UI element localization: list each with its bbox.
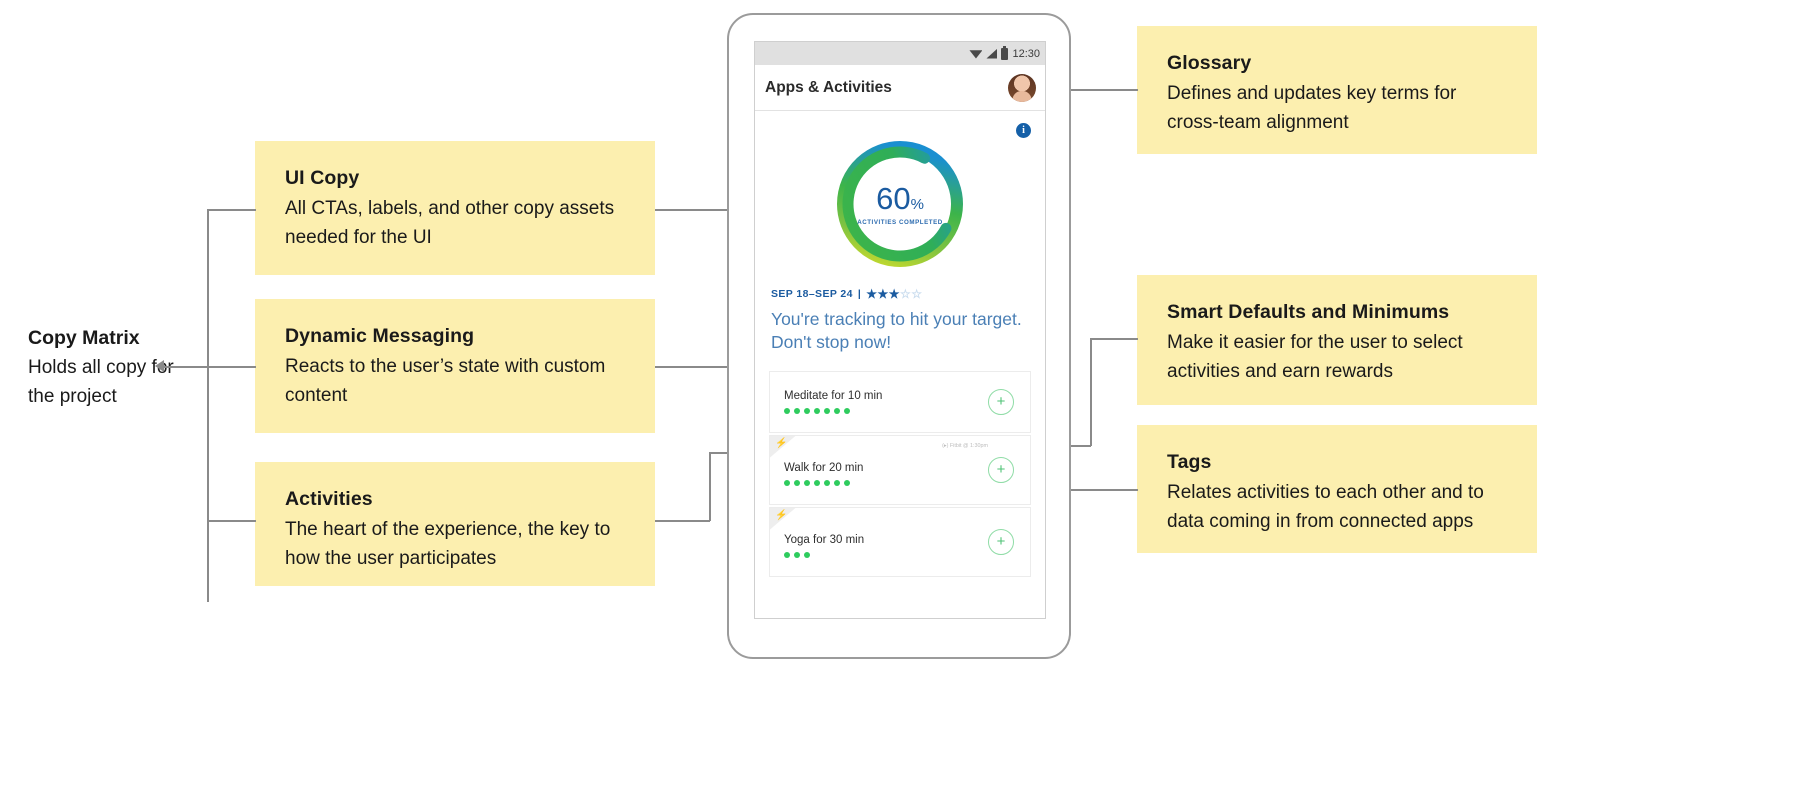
wifi-icon [969,50,983,59]
date-range-row: SEP 18–SEP 24 | ★★★☆☆ [771,287,1045,301]
callout-dynamic-messaging[interactable]: Dynamic Messaging Reacts to the user’s s… [255,299,655,433]
callout-title: Glossary [1167,52,1252,74]
connector-activities-riser [709,452,711,521]
callout-activities[interactable]: Activities The heart of the experience, … [255,462,655,586]
connector-smart-top [1090,338,1138,340]
connector-left-spine [207,209,209,602]
date-range: SEP 18–SEP 24 [771,288,853,300]
phone-screen: 12:30 Apps & Activities i [754,41,1046,619]
callout-title: Tags [1167,451,1212,473]
callout-smart-defaults[interactable]: Smart Defaults and Minimums Make it easi… [1137,275,1537,405]
info-icon[interactable]: i [1016,123,1031,138]
page-title: Apps & Activities [765,78,892,96]
activity-progress-dots [784,479,1030,486]
user-avatar-icon[interactable] [1008,73,1036,102]
connector-tags [1048,489,1138,491]
activity-name: Walk for 20 min [784,461,864,474]
star-filled: ★ [888,287,901,301]
connector-smart-riser [1090,338,1092,446]
callout-body: Make it easier for the user to select ac… [1167,332,1463,382]
status-bar-time: 12:30 [1012,47,1040,60]
callout-title: Dynamic Messaging [285,325,475,347]
root-label-copy-matrix: Copy Matrix Holds all copy for the proje… [28,327,178,412]
callout-body: All CTAs, labels, and other copy assets … [285,198,615,248]
dynamic-message: You're tracking to hit your target. Don'… [771,309,1022,353]
callout-body: Defines and updates key terms for cross-… [1167,83,1457,133]
callout-title: UI Copy [285,167,360,189]
lightning-bolt-icon: ⚡ [775,437,788,449]
star-empty: ☆ [911,287,923,301]
phone-frame: 12:30 Apps & Activities i [727,13,1071,659]
connector-dynamic-right [655,366,760,368]
connector-activities-left [207,520,256,522]
app-content: i [755,111,1045,618]
connector-activities-right1 [655,520,710,522]
callout-ui-copy[interactable]: UI Copy All CTAs, labels, and other copy… [255,141,655,275]
connector-ui-copy-left [207,209,256,211]
separator: | [857,288,862,300]
add-activity-button[interactable]: + [988,528,1014,555]
root-label-title: Copy Matrix [28,327,140,349]
star-filled: ★ [866,287,878,301]
callout-title: Smart Defaults and Minimums [1167,301,1450,323]
activity-name: Yoga for 30 min [784,533,865,546]
app-bar: Apps & Activities [755,65,1045,111]
callout-body: Reacts to the user’s state with custom c… [285,356,606,406]
callout-body: Relates activities to each other and to … [1167,482,1484,532]
callout-tags[interactable]: Tags Relates activities to each other an… [1137,425,1537,553]
connector-root-arrowhead [155,360,164,372]
battery-icon [1001,45,1009,60]
connector-glossary [1020,89,1138,91]
root-label-body: Holds all copy for the project [28,357,174,407]
add-activity-button[interactable]: + [988,456,1014,483]
activity-sync-label: (▸) Fitbit @ 1:30pm [942,442,988,449]
callout-body: The heart of the experience, the key to … [285,519,611,569]
callout-glossary[interactable]: Glossary Defines and updates key terms f… [1137,26,1537,154]
star-empty: ☆ [900,287,912,301]
callout-title: Activities [285,488,373,510]
activity-progress-dots [784,407,1030,414]
star-rating[interactable]: ★★★☆☆ [866,287,922,301]
list-item[interactable]: ⚡ (▸) Fitbit @ 1:30pm Walk for 20 min + [769,434,1031,505]
progress-ring-svg [837,140,963,267]
lightning-bolt-icon: ⚡ [775,509,788,521]
activity-list: Meditate for 10 min + ⚡ (▸) Fitbit @ 1:3… [769,370,1031,577]
activity-progress-dots [784,551,1030,558]
list-item[interactable]: ⚡ Yoga for 30 min + [769,506,1031,577]
progress-ring: 60% ACTIVITIES COMPLETED [833,137,967,271]
star-filled: ★ [877,287,889,301]
add-activity-button[interactable]: + [988,388,1014,415]
connector-root-arrow [163,366,208,368]
connector-dynamic-left [207,366,256,368]
signal-icon [986,48,998,59]
list-item[interactable]: Meditate for 10 min + [769,370,1031,433]
status-bar: 12:30 [755,42,1045,65]
activity-name: Meditate for 10 min [784,389,883,402]
